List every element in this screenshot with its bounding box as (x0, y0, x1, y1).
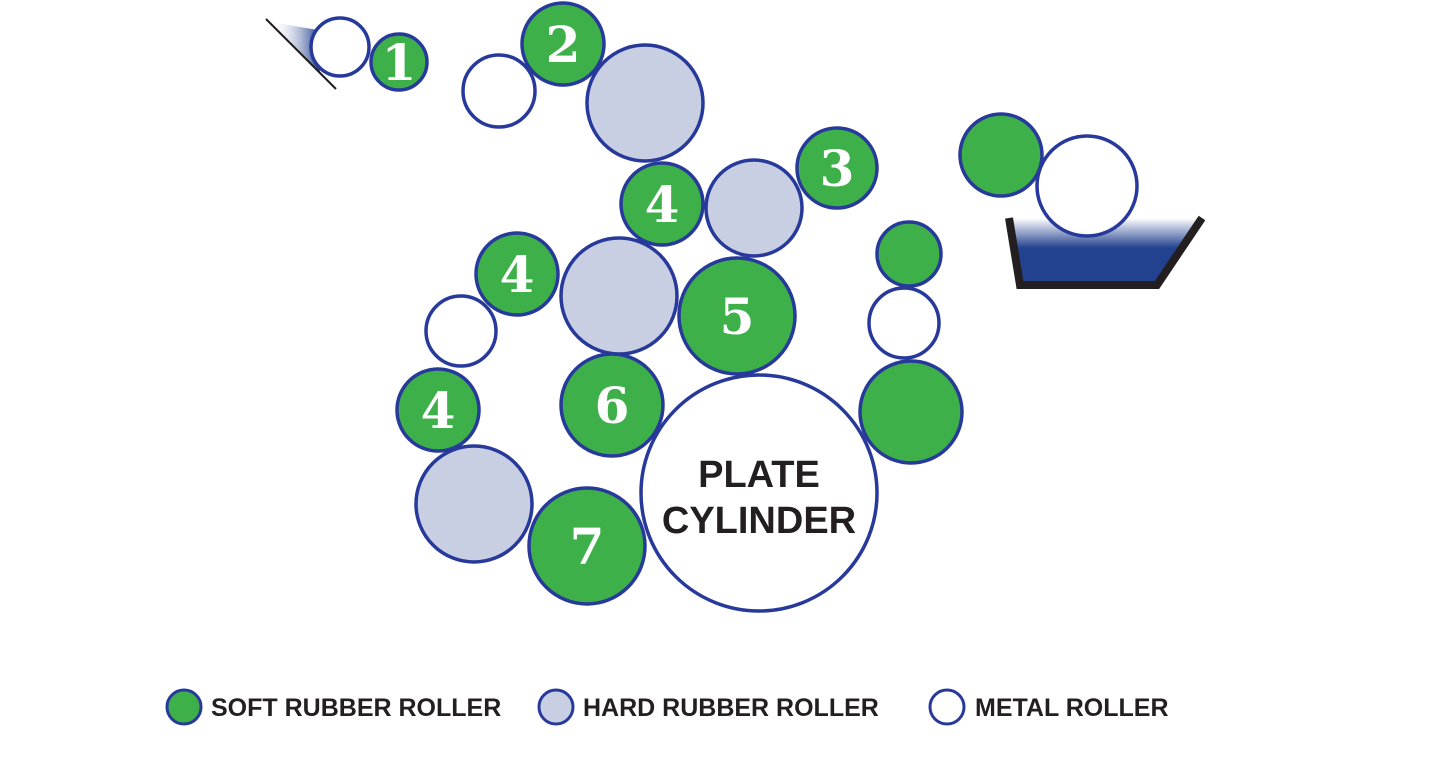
roller-metal (309, 16, 371, 78)
doctor-blade (265, 18, 337, 90)
roller-circle (704, 158, 804, 258)
roller-circle (677, 256, 797, 376)
roller-circle (369, 32, 429, 92)
roller-soft-rubber (958, 112, 1044, 198)
ink-fountain-tray (1005, 215, 1206, 289)
roller-hard-rubber (704, 158, 804, 258)
roller-soft-rubber (858, 359, 964, 465)
roller-circle (559, 352, 665, 458)
roller-number-label: 7 (570, 517, 605, 576)
roller-circle (414, 444, 534, 564)
roller-circle (619, 161, 705, 247)
soft-rubber-swatch (165, 688, 203, 726)
roller-soft-rubber: 1 (369, 32, 429, 92)
roller-number-label: 1 (382, 33, 417, 92)
roller-circle (474, 231, 560, 317)
roller-number-label: 4 (645, 175, 680, 234)
roller-circle (559, 236, 679, 356)
legend-label-metal: METAL ROLLER (975, 694, 1169, 722)
roller-soft-rubber (875, 220, 943, 288)
roller-circle (867, 286, 941, 360)
roller-soft-rubber: 5 (677, 256, 797, 376)
legend-item-soft-rubber: SOFT RUBBER ROLLER (165, 688, 501, 726)
roller-circle (585, 43, 705, 163)
roller-circle (395, 367, 481, 453)
plate-cylinder-label-line2: CYLINDER (662, 500, 856, 542)
roller-soft-rubber: 4 (474, 231, 560, 317)
roller-soft-rubber: 6 (559, 352, 665, 458)
roller-circle (309, 16, 371, 78)
roller-hard-rubber (414, 444, 534, 564)
roller-circle (520, 1, 606, 87)
roller-circle (461, 53, 537, 129)
roller-metal (461, 53, 537, 129)
roller-hard-rubber (559, 236, 679, 356)
roller-soft-rubber: 2 (520, 1, 606, 87)
legend-item-metal: METAL ROLLER (928, 688, 1169, 726)
roller-circle (424, 294, 498, 368)
roller-number-label: 6 (595, 376, 630, 435)
roller-soft-rubber: 7 (527, 486, 647, 606)
roller-soft-rubber: 4 (395, 367, 481, 453)
plate-cylinder-label-line1: PLATE (698, 454, 820, 496)
roller-number-label: 4 (421, 381, 456, 440)
metal-swatch (928, 688, 966, 726)
roller-number-label: 4 (500, 245, 535, 304)
roller-soft-rubber: 3 (795, 126, 879, 210)
plate-cylinder: PLATE CYLINDER (639, 373, 879, 613)
roller-number-label: 2 (546, 15, 581, 74)
blade-edge (265, 18, 337, 90)
roller-circle (858, 359, 964, 465)
roller-soft-rubber: 4 (619, 161, 705, 247)
roller-metal (424, 294, 498, 368)
roller-number-label: 5 (720, 287, 755, 346)
roller-circle (1035, 134, 1139, 238)
roller-metal (867, 286, 941, 360)
legend: SOFT RUBBER ROLLER HARD RUBBER ROLLER ME… (165, 688, 1169, 726)
roller-hard-rubber (585, 43, 705, 163)
legend-label-soft-rubber: SOFT RUBBER ROLLER (211, 694, 501, 722)
ink-fountain-ink (1009, 218, 1202, 285)
roller-circle (527, 486, 647, 606)
roller-circle (795, 126, 879, 210)
legend-label-hard-rubber: HARD RUBBER ROLLER (583, 694, 879, 722)
hard-rubber-swatch (537, 688, 575, 726)
ink-fountain (1005, 215, 1206, 289)
plate-cylinder-circle (639, 373, 879, 613)
roller-circle (958, 112, 1044, 198)
roller-metal (1035, 134, 1139, 238)
roller-number-label: 3 (820, 139, 855, 198)
legend-item-hard-rubber: HARD RUBBER ROLLER (537, 688, 879, 726)
roller-circle (875, 220, 943, 288)
